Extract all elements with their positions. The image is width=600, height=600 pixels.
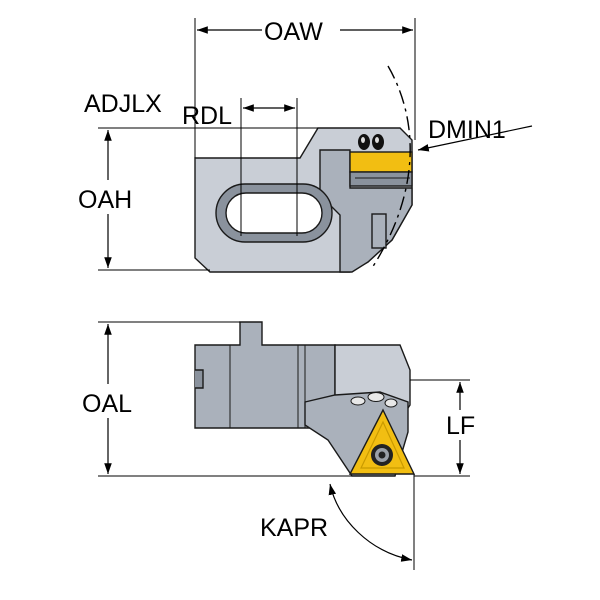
clamp-screw-icon bbox=[350, 392, 398, 408]
oal-label: OAL bbox=[82, 390, 132, 418]
dmin1-dimension: DMIN1 bbox=[417, 116, 533, 152]
kapr-dimension: KAPR bbox=[260, 474, 415, 570]
kapr-label: KAPR bbox=[260, 514, 328, 542]
rdl-dimension: ADJLX RDL bbox=[84, 90, 298, 236]
adjustment-slot-inner bbox=[225, 192, 323, 234]
side-view bbox=[194, 321, 416, 477]
screw-pair-icon bbox=[358, 134, 384, 150]
lf-dimension: LF bbox=[410, 379, 475, 477]
oah-dimension: OAH bbox=[78, 127, 318, 271]
rdl-label: RDL bbox=[182, 102, 232, 130]
insert-screw-icon bbox=[371, 444, 393, 466]
oaw-label: OAW bbox=[264, 18, 323, 46]
adjlx-label: ADJLX bbox=[84, 90, 162, 118]
top-insert bbox=[349, 151, 413, 173]
oaw-dimension: OAW bbox=[194, 18, 416, 158]
oah-label: OAH bbox=[78, 186, 132, 214]
dmin1-arc bbox=[371, 65, 411, 269]
oal-dimension: OAL bbox=[82, 321, 352, 477]
lf-label: LF bbox=[446, 412, 475, 440]
dmin1-label: DMIN1 bbox=[428, 116, 506, 144]
top-view bbox=[194, 127, 413, 273]
top-insert-seat bbox=[349, 171, 413, 187]
